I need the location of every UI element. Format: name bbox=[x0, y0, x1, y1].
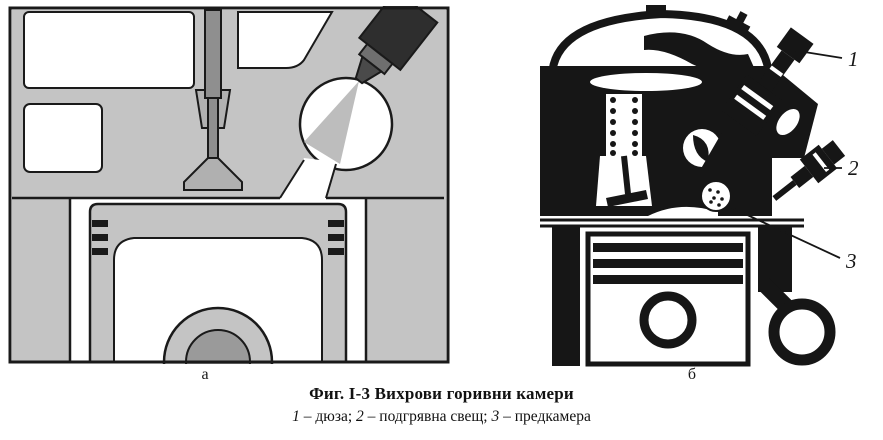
prechamber-diagram-b: 1 2 3 bbox=[540, 5, 859, 367]
legend-text-3: – предкамера bbox=[499, 408, 591, 425]
piston-rings-b bbox=[593, 243, 743, 284]
intake-valve-a bbox=[183, 9, 243, 191]
callout-number-3: 3 bbox=[845, 249, 857, 273]
legend-number-1: 1 bbox=[292, 408, 300, 425]
cylinder-walls-a bbox=[12, 194, 446, 362]
legend-text-2: – подгрявна свещ; bbox=[363, 408, 492, 425]
prechamber-b bbox=[700, 180, 732, 212]
leader-line-3 bbox=[727, 205, 841, 259]
figure-caption-legend: 1 – дюза; 2 – подгрявна свещ; 3 – предка… bbox=[0, 408, 883, 426]
valve-spring-b bbox=[610, 97, 638, 156]
piston-a bbox=[88, 202, 348, 364]
valve-cover-b bbox=[548, 5, 772, 80]
injector-b bbox=[697, 27, 814, 179]
leader-line-1 bbox=[791, 49, 843, 59]
piston-b bbox=[585, 231, 751, 367]
legend-number-2: 2 bbox=[356, 408, 364, 425]
glow-plug-b bbox=[772, 140, 846, 201]
connecting-rod-b bbox=[758, 278, 836, 366]
panel-b-label: б bbox=[687, 366, 697, 383]
wrist-pin-b bbox=[639, 291, 697, 349]
callouts-b bbox=[727, 49, 843, 259]
callout-number-2: 2 bbox=[848, 156, 859, 180]
legend-number-3: 3 bbox=[491, 408, 500, 425]
fuel-spray-cone-a bbox=[304, 81, 359, 164]
legend-text-1: – дюза; bbox=[299, 408, 357, 425]
swirl-chamber-diagram-a bbox=[8, 6, 450, 364]
figure-caption-title: Фиг. I-3 Вихрови горивни камери bbox=[309, 384, 574, 403]
panel-a-label: а bbox=[201, 366, 209, 383]
cylinder-walls-b bbox=[552, 226, 792, 366]
callout-number-1: 1 bbox=[848, 47, 859, 71]
panel-a-border bbox=[8, 6, 450, 364]
piston-rings-a bbox=[92, 220, 344, 255]
rocker-arm-b bbox=[644, 32, 756, 74]
